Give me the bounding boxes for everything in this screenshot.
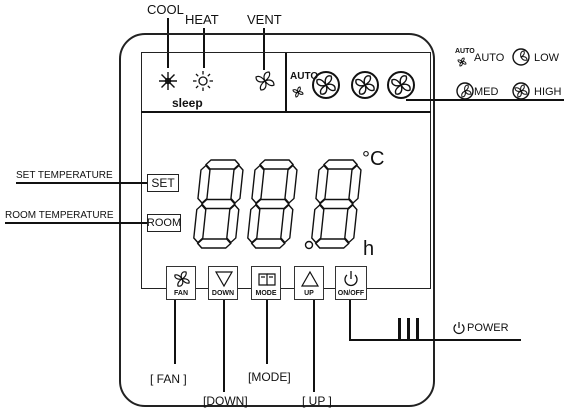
screen-divider-horizontal <box>141 111 431 113</box>
digit-1 <box>247 159 298 249</box>
up-button[interactable]: UP <box>294 266 324 300</box>
segment-c <box>226 204 240 244</box>
mode-button[interactable]: MODE <box>251 266 281 300</box>
down-leader <box>223 300 225 392</box>
segment-d <box>196 238 232 249</box>
segment-f <box>315 164 329 204</box>
lcd-screen <box>141 52 431 289</box>
power-switch-bar-3 <box>416 318 419 340</box>
cool-leader <box>167 18 169 68</box>
segment-b <box>284 164 298 204</box>
segment-a <box>323 159 359 170</box>
fan-speed-1-icon <box>312 71 340 99</box>
celsius-unit: °C <box>362 148 385 170</box>
snowflake-icon <box>159 72 177 90</box>
segment-d <box>250 238 286 249</box>
segment-f <box>197 164 211 204</box>
down-triangle-icon <box>214 271 234 288</box>
segment-e <box>193 204 207 244</box>
fan-leader <box>174 300 176 364</box>
segment-g <box>318 198 354 210</box>
auto-text: AUTO <box>290 71 319 82</box>
vent-label: VENT <box>247 12 282 27</box>
thermostat-panel <box>119 33 435 407</box>
legend-auto-icon-text: AUTO <box>455 48 475 55</box>
segment-f <box>251 164 265 204</box>
down-button[interactable]: DOWN <box>208 266 238 300</box>
segment-e <box>311 204 325 244</box>
heat-label: HEAT <box>185 12 219 27</box>
digit-2 <box>311 159 362 249</box>
power-leader-vertical <box>349 300 351 340</box>
screen-divider-vertical <box>285 53 287 111</box>
legend-low-fan-icon <box>512 48 530 66</box>
fan-icon <box>174 271 190 287</box>
segment-d <box>314 238 350 249</box>
set-indicator: SET <box>147 174 179 192</box>
room-temperature-label: ROOM TEMPERATURE <box>5 210 114 221</box>
digit-display <box>193 159 362 250</box>
legend-med-label: MED <box>474 86 499 98</box>
segment-e <box>247 204 261 244</box>
segment-a <box>205 159 241 170</box>
auto-small-fan-icon <box>292 86 304 98</box>
decimal-point <box>304 240 314 250</box>
sun-icon <box>193 71 213 91</box>
book-icon <box>258 273 276 286</box>
set-temperature-leader <box>16 182 147 184</box>
power-label-icon <box>453 322 465 335</box>
mode-callout: [MODE] <box>248 370 291 384</box>
set-temperature-label: SET TEMPERATURE <box>16 170 113 181</box>
on-off-button-label: ON/OFF <box>337 290 365 297</box>
heat-leader <box>203 28 205 68</box>
segment-b <box>230 164 244 204</box>
cool-label: COOL <box>147 2 184 17</box>
vent-fan-icon <box>255 71 275 91</box>
power-label: POWER <box>467 322 509 334</box>
room-temperature-leader <box>5 222 147 224</box>
fan-button-label: FAN <box>174 290 188 297</box>
legend-high-label: HIGH <box>534 86 562 98</box>
power-icon <box>344 271 358 287</box>
segment-c <box>280 204 294 244</box>
down-button-label: DOWN <box>211 290 235 297</box>
fan-button[interactable]: FAN <box>166 266 196 300</box>
power-switch-bar-2 <box>407 318 410 340</box>
on-off-button[interactable]: ON/OFF <box>335 266 367 300</box>
power-switch-bar-1 <box>398 318 401 340</box>
legend-auto-label: AUTO <box>474 52 505 64</box>
fan-speed-2-icon <box>351 71 379 99</box>
fan-callout: [ FAN ] <box>150 372 187 386</box>
mode-leader <box>266 300 268 364</box>
up-leader <box>313 300 315 392</box>
power-leader-horizontal <box>349 339 521 341</box>
segment-g <box>200 198 236 210</box>
legend-auto-small-fan-icon <box>457 57 467 67</box>
segment-a <box>259 159 295 170</box>
room-indicator: ROOM <box>147 214 181 232</box>
segment-g <box>254 198 290 210</box>
digit-0 <box>193 159 244 249</box>
mode-button-label: MODE <box>255 290 277 297</box>
fan-speed-leader <box>406 99 564 101</box>
up-button-label: UP <box>304 290 314 297</box>
sleep-text: sleep <box>172 96 203 110</box>
fan-speed-3-icon <box>387 71 415 99</box>
legend-med-fan-icon <box>456 82 474 100</box>
down-callout: [DOWN] <box>203 394 248 408</box>
vent-leader <box>263 28 265 70</box>
segment-b <box>348 164 362 204</box>
legend-high-fan-icon <box>512 82 530 100</box>
hour-unit: h <box>363 238 375 260</box>
up-triangle-icon <box>300 270 320 287</box>
up-callout: [ UP ] <box>302 394 332 408</box>
segment-c <box>344 204 358 244</box>
legend-low-label: LOW <box>534 52 560 64</box>
